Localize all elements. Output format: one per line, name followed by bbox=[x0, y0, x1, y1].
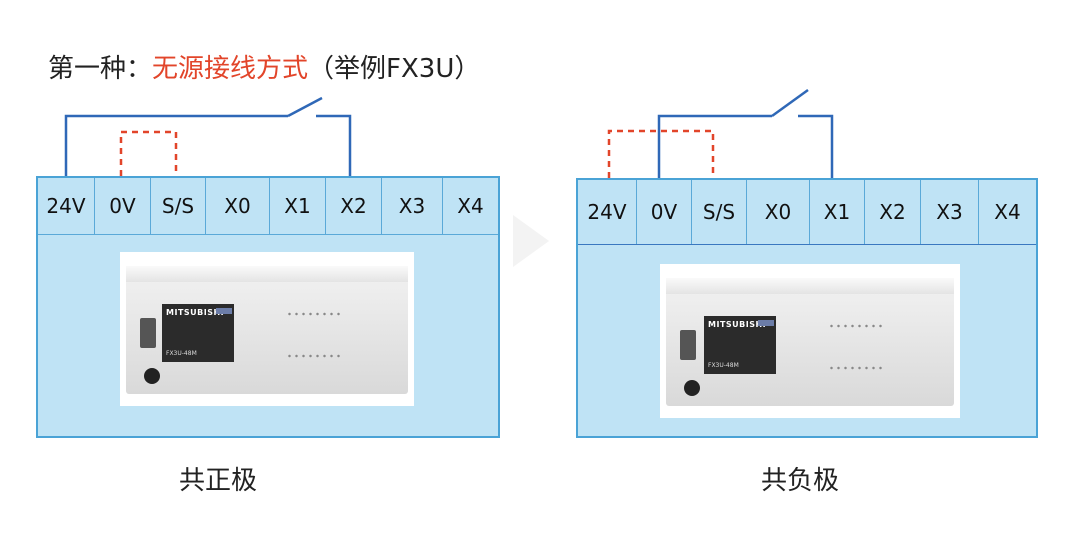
left-switch-blade bbox=[287, 96, 323, 118]
terminal-x0: X0 bbox=[747, 180, 810, 244]
terminal-x4: X4 bbox=[457, 194, 484, 218]
title-prefix: 第一种： bbox=[48, 54, 153, 84]
caption-left: 共正极 bbox=[178, 466, 257, 496]
terminal-0v: 0V bbox=[637, 180, 692, 244]
terminal-x1: X1 bbox=[270, 178, 326, 234]
plc-brand-logo: MITSUBISHI bbox=[708, 320, 767, 329]
left-red-jumper bbox=[119, 130, 178, 176]
plc-serial-port bbox=[140, 318, 156, 348]
plc-image-right: MITSUBISHI FX3U-48M bbox=[660, 264, 960, 418]
left-blue-wire-return bbox=[316, 114, 352, 176]
right-switch-blade bbox=[771, 88, 809, 118]
terminal-strip-left: 24V 0V S/S X0 X1 X2 X3 X4 bbox=[38, 178, 498, 235]
terminal-x2: X2 bbox=[865, 180, 921, 244]
terminal-0v: 0V bbox=[95, 178, 151, 234]
right-blue-wire-return bbox=[798, 114, 834, 178]
terminal-x3: X3 bbox=[382, 178, 443, 234]
right-blue-wire bbox=[657, 114, 772, 178]
diagram-title: 第一种：无源接线方式（举例FX3U） bbox=[48, 48, 480, 85]
terminal-x4: X4 bbox=[994, 200, 1021, 224]
terminal-divider bbox=[578, 244, 1036, 245]
terminal-x3: X3 bbox=[921, 180, 979, 244]
terminal-24v: 24V bbox=[578, 180, 637, 244]
plc-image-left: MITSUBISHI FX3U-48M bbox=[120, 252, 414, 406]
plc-panel-left: 24V 0V S/S X0 X1 X2 X3 X4 MITSUBISHI FX3… bbox=[36, 176, 500, 438]
terminal-ss: S/S bbox=[151, 178, 206, 234]
terminal-x2: X2 bbox=[326, 178, 382, 234]
title-highlight: 无源接线方式 bbox=[152, 54, 309, 84]
terminal-ss: S/S bbox=[692, 180, 747, 244]
plc-badge bbox=[758, 320, 774, 326]
play-arrow-icon bbox=[513, 215, 549, 267]
plc-panel-right: 24V 0V S/S X0 X1 X2 X3 X4 MITSUBISHI FX3… bbox=[576, 178, 1038, 438]
plc-io-leds-bottom bbox=[828, 366, 886, 370]
plc-top-strip bbox=[666, 278, 954, 294]
plc-model-label: FX3U-48M bbox=[708, 362, 739, 369]
plc-run-switch bbox=[684, 380, 700, 396]
plc-run-switch bbox=[144, 368, 160, 384]
plc-io-leds-top bbox=[286, 312, 342, 316]
terminal-strip-right: 24V 0V S/S X0 X1 X2 X3 X4 bbox=[578, 180, 1036, 244]
plc-io-leds-top bbox=[828, 324, 886, 328]
terminal-24v: 24V bbox=[38, 178, 95, 234]
plc-serial-port bbox=[680, 330, 696, 360]
plc-io-leds-bottom bbox=[286, 354, 342, 358]
plc-model-label: FX3U-48M bbox=[166, 350, 197, 357]
right-red-jumper bbox=[607, 129, 715, 178]
caption-right: 共负极 bbox=[760, 466, 839, 496]
plc-brand-logo: MITSUBISHI bbox=[166, 308, 225, 317]
plc-top-strip bbox=[126, 266, 408, 282]
terminal-x0: X0 bbox=[206, 178, 270, 234]
plc-badge bbox=[216, 308, 232, 314]
left-blue-wire bbox=[64, 114, 288, 176]
terminal-x1: X1 bbox=[810, 180, 865, 244]
title-suffix: （举例FX3U） bbox=[308, 54, 481, 84]
